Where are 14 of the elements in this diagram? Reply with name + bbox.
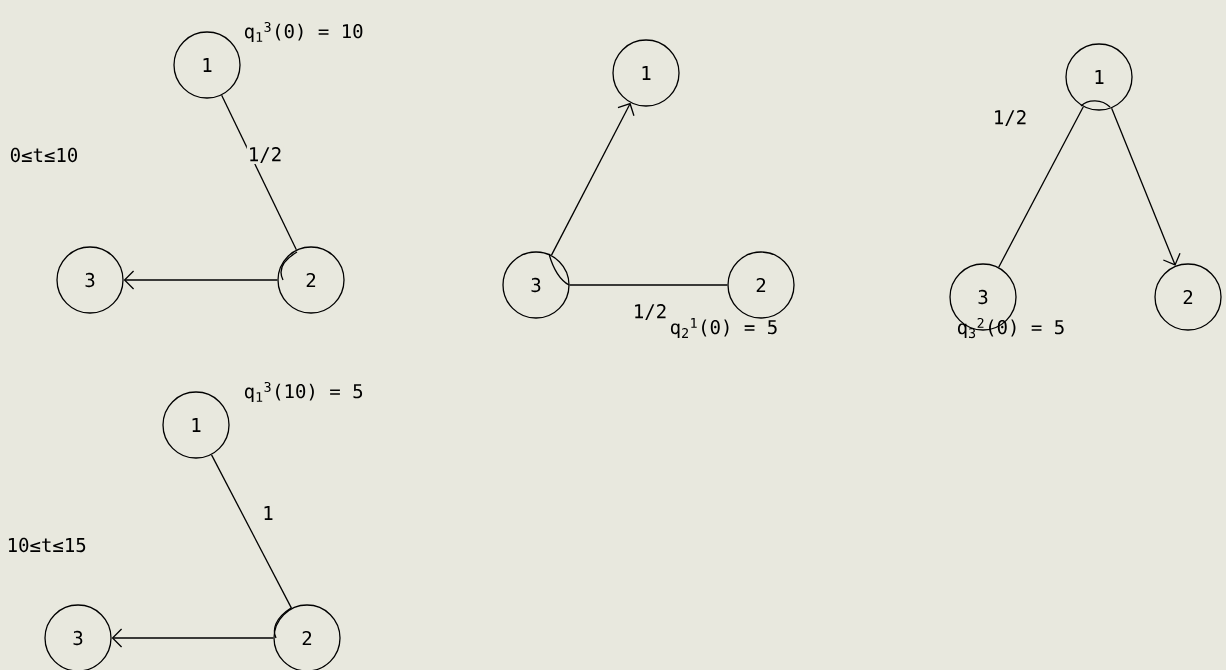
- time-interval-label: 10≤t≤15: [8, 537, 86, 553]
- time-interval-label: 0≤t≤10: [10, 147, 78, 163]
- arrow: [123, 270, 278, 290]
- edge-label: 1: [261, 505, 275, 521]
- edge-label: 1/2: [631, 303, 669, 321]
- formula-label: q$_{1}$$^{3}$(0) = 10: [244, 21, 363, 43]
- arrow: [1111, 107, 1181, 266]
- formula-label: q$_{1}$$^{3}$(10) = 5: [244, 381, 363, 403]
- edge-label: 1/2: [991, 109, 1029, 127]
- edge-label: 1/2: [246, 146, 284, 164]
- formula-label: q$_{3}$$^{2}$(0) = 5: [957, 317, 1064, 339]
- formula-label: q$_{2}$$^{1}$(0) = 5: [670, 318, 777, 338]
- arrow: [550, 102, 635, 256]
- arrow: [111, 628, 274, 648]
